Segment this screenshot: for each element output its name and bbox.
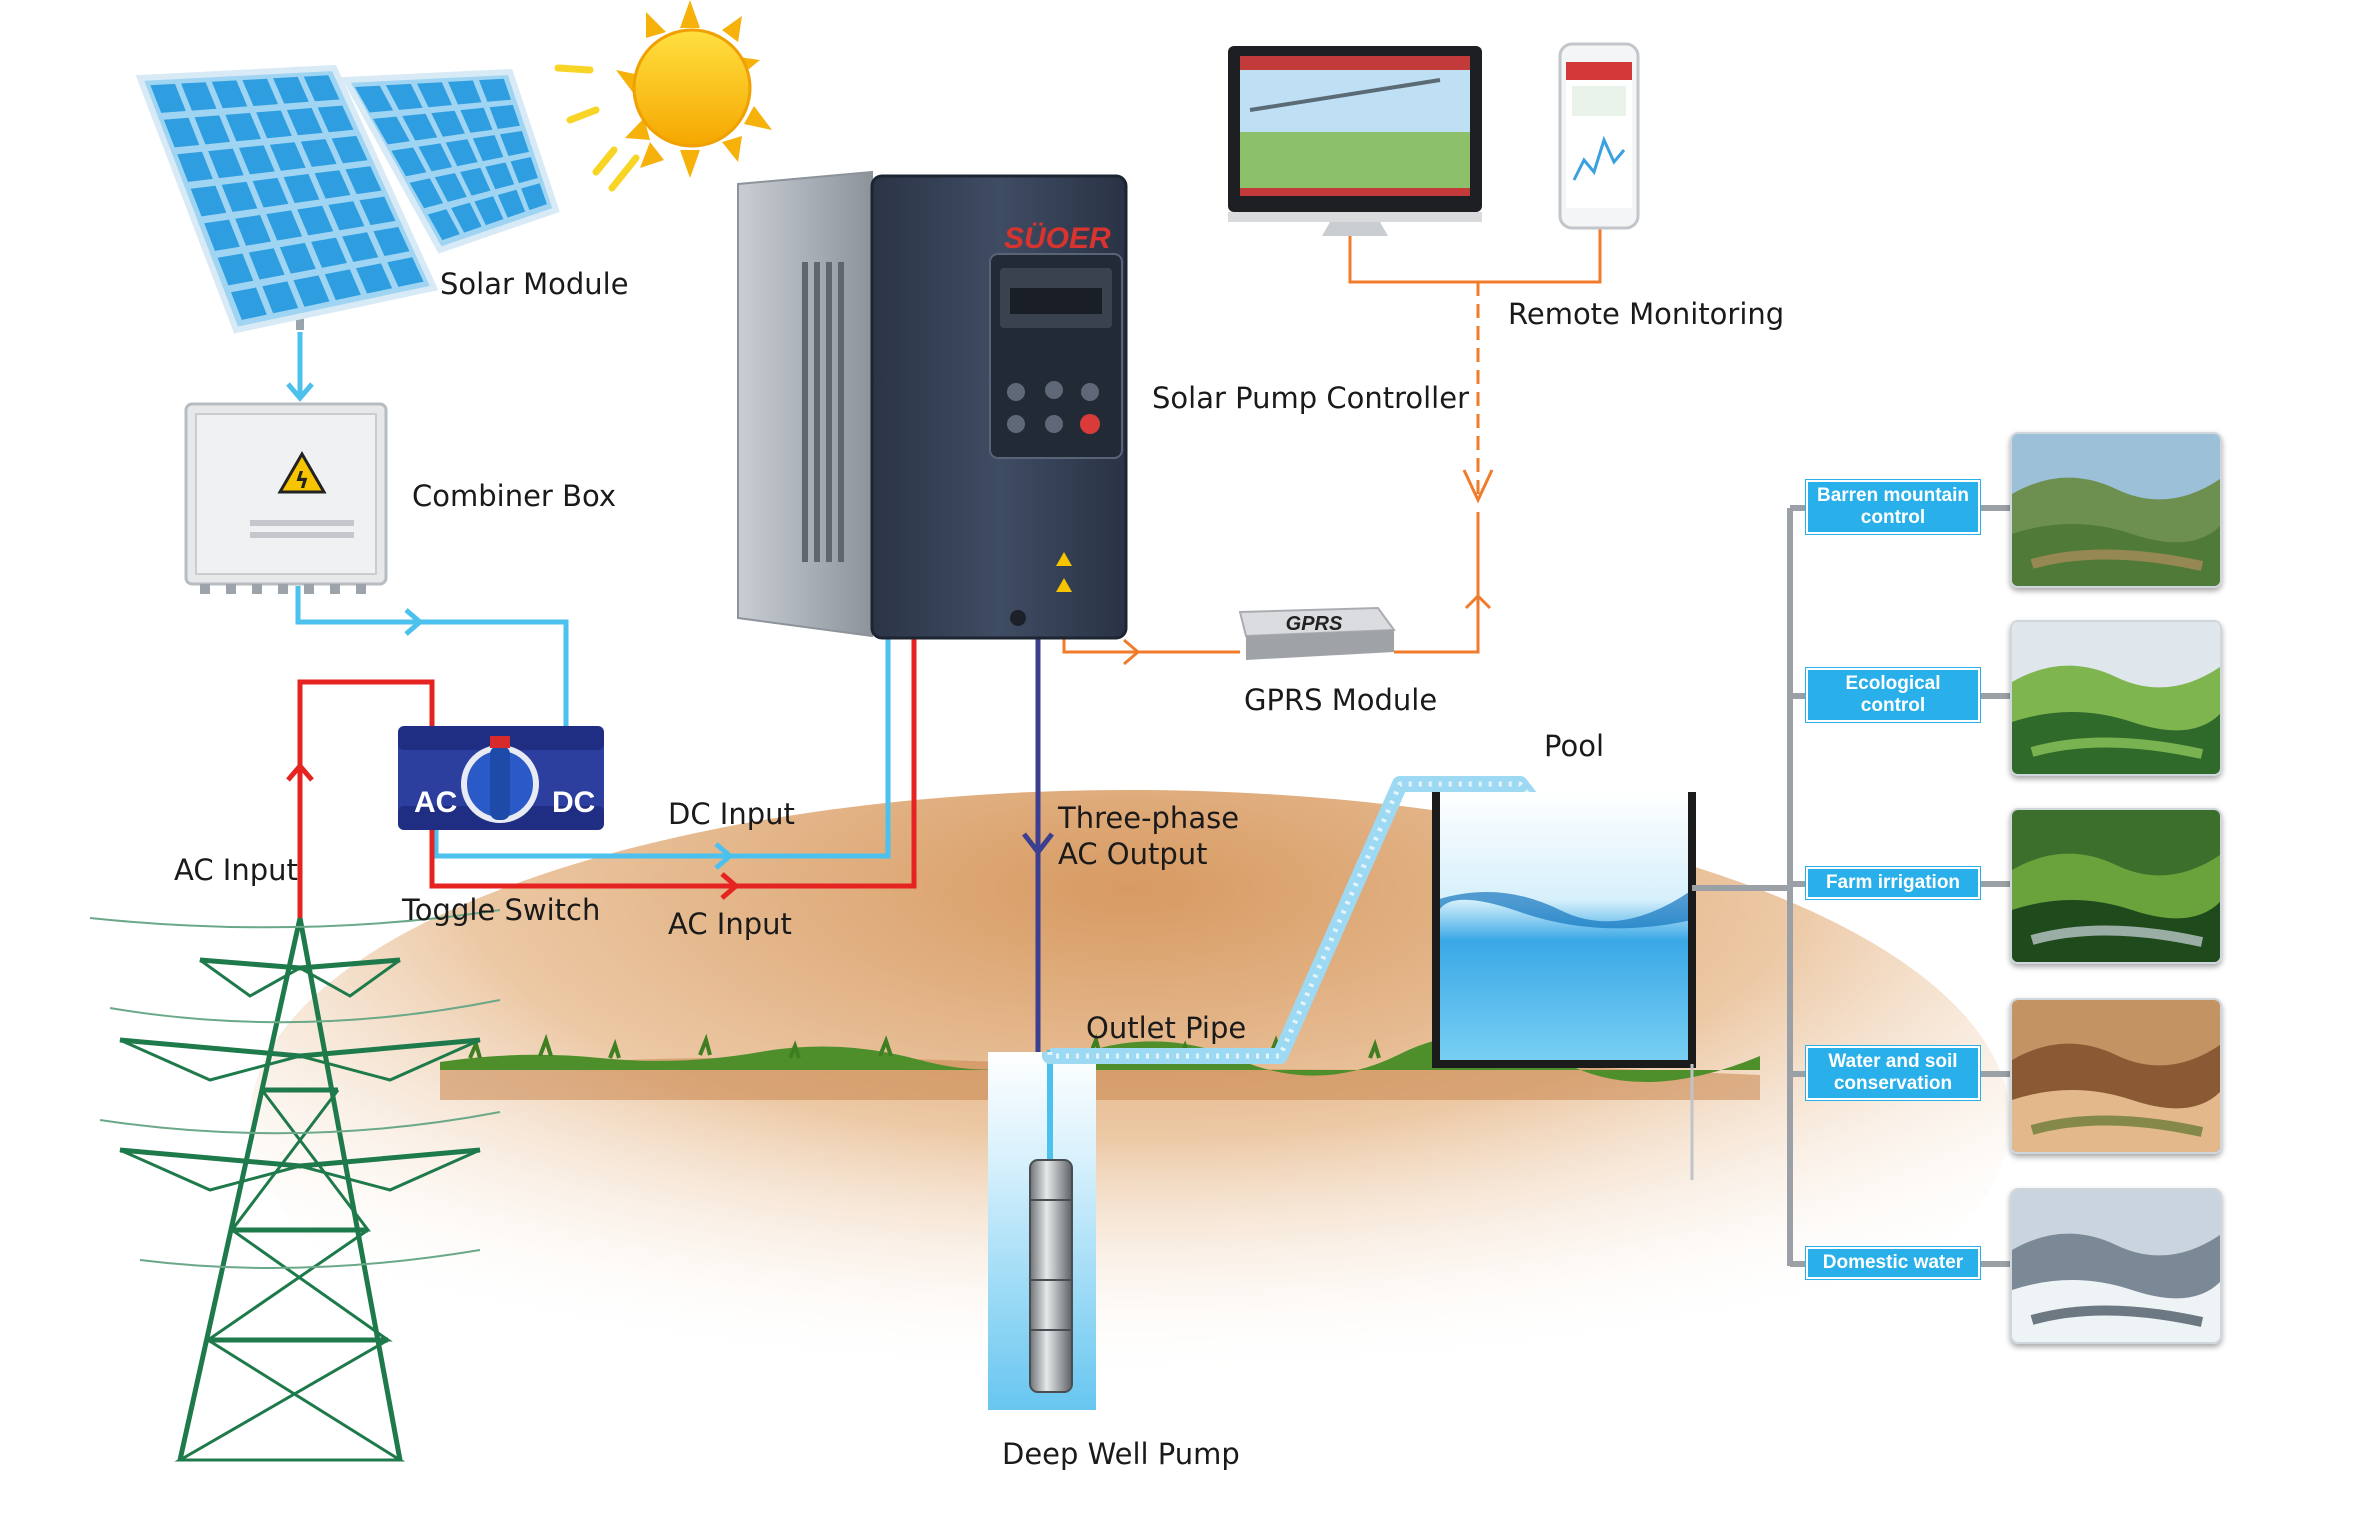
application-badge-line2: conservation (1833, 1073, 1953, 1094)
three-phase-label-line2: AC Output (1058, 837, 1208, 871)
application-badge-line1: Domestic water (1822, 1252, 1964, 1273)
combiner-box-icon: ϟ (184, 402, 388, 594)
toggle-switch-label: Toggle Switch (402, 893, 601, 927)
three-phase-label-line1: Three-phase (1058, 801, 1240, 835)
gprs-module-label: GPRS Module (1244, 683, 1438, 717)
combiner-box-label: Combiner Box (412, 479, 616, 513)
deep-well-pump-label: Deep Well Pump (1002, 1437, 1240, 1471)
application-badge-line1: Ecological (1845, 673, 1941, 694)
gprs-module-icon: GPRS (1238, 606, 1396, 660)
application-badge-line1: Barren mountain (1816, 485, 1970, 506)
solar-pump-controller-icon (737, 170, 1128, 640)
solar-module-label: Solar Module (440, 267, 629, 301)
application-badge-line2: control (1860, 507, 1926, 528)
dc-input-label: DC Input (668, 797, 795, 831)
application-badge-line1: Farm irrigation (1825, 872, 1961, 893)
solar-panel-icon (135, 64, 560, 334)
application-badge: Domestic water (1806, 1247, 1980, 1279)
ac-wiring (286, 634, 917, 918)
erosion-photo (2010, 998, 2222, 1154)
application-badge-line2: control (1860, 695, 1926, 716)
svg-text:ϟ: ϟ (295, 469, 310, 494)
applications-bracket (1787, 505, 2010, 1267)
power-tower-icon (89, 909, 501, 1462)
switch-dc-label: DC (552, 786, 596, 819)
solar-pump-controller-label: Solar Pump Controller (1152, 381, 1470, 415)
signal-wiring (1062, 222, 1602, 666)
pool-tank (1432, 792, 1790, 1180)
pool-label: Pool (1544, 729, 1604, 763)
faucet-photo (2010, 1188, 2222, 1344)
application-badge: Farm irrigation (1806, 867, 1980, 899)
toggle-switch-icon (398, 726, 604, 830)
outlet-pipe (1042, 776, 1555, 1064)
application-badge-line1: Water and soil (1828, 1051, 1958, 1072)
phone-icon (1558, 42, 1640, 230)
ac-input-bottom-label: AC Input (668, 907, 792, 941)
remote-monitoring-label: Remote Monitoring (1508, 297, 1785, 331)
hills-photo (2010, 432, 2222, 588)
outlet-pipe-label: Outlet Pipe (1086, 1011, 1247, 1045)
trees-photo (2010, 620, 2222, 776)
irrigation-photo (2010, 808, 2222, 964)
brand-logo: SÜOER (1004, 222, 1111, 255)
switch-ac-label: AC (414, 786, 458, 819)
deep-well (988, 1050, 1096, 1410)
gprs-plate-text: GPRS (1286, 613, 1343, 635)
dc-wiring (286, 332, 891, 870)
sun-icon (554, 0, 772, 192)
monitor-icon (1228, 46, 1482, 236)
ac-input-left-label: AC Input (174, 853, 298, 887)
